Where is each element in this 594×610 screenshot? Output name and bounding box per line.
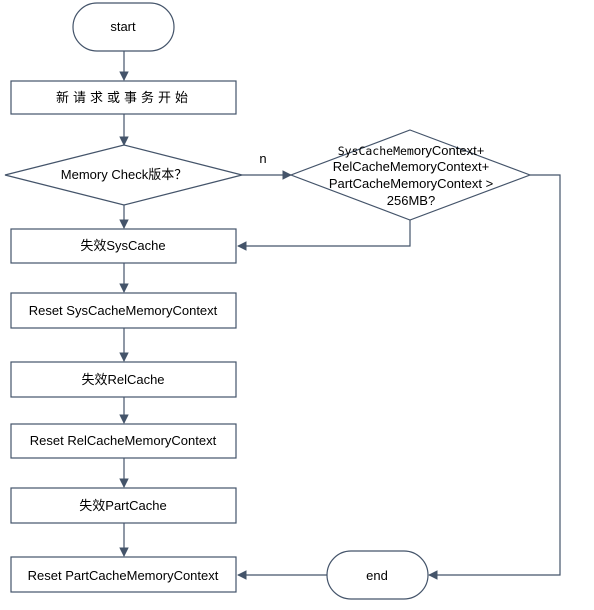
invalidate-syscache-box	[10, 228, 237, 264]
memory-check-label: Memory Check版本？	[61, 167, 187, 182]
new-request-node: 新请求或事务开始	[10, 80, 237, 115]
new-request-box	[10, 80, 237, 115]
size-check-line-2: RelCacheMemoryContext+	[333, 159, 489, 174]
end-terminator-shape	[326, 550, 429, 600]
new-request-label: 新请求或事务开始	[56, 90, 192, 105]
start-terminator-shape	[72, 2, 175, 52]
start-label: start	[110, 19, 136, 34]
invalidate-relcache-node: 失效RelCache	[10, 361, 237, 398]
memory-check-node: Memory Check版本？	[4, 144, 243, 206]
invalidate-syscache-label: 失效SysCache	[80, 238, 165, 253]
end-node: end	[326, 550, 429, 600]
invalidate-partcache-node: 失效PartCache	[10, 487, 237, 524]
edge-label-no: n	[259, 151, 266, 166]
end-label: end	[366, 568, 388, 583]
reset-syscache-box	[10, 292, 237, 329]
invalidate-relcache-box	[10, 361, 237, 398]
edge-size-check-to-invalidate-syscache	[237, 220, 411, 251]
reset-relcache-label: Reset RelCacheMemoryContext	[30, 433, 217, 448]
memory-check-diamond	[4, 144, 243, 206]
size-check-line-3: PartCacheMemoryContext >	[329, 176, 493, 191]
reset-syscache-node: Reset SysCacheMemoryContext	[10, 292, 237, 329]
size-check-line-1-rest: oryContext+	[414, 143, 484, 158]
invalidate-syscache-node: 失效SysCache	[10, 228, 237, 264]
edge-size-check-to-end	[428, 174, 561, 580]
invalidate-partcache-label: 失效PartCache	[79, 498, 166, 513]
size-check-line-4: 256MB?	[387, 193, 435, 208]
edges	[119, 51, 561, 580]
size-check-node: SysCacheMemoryContext+ RelCacheMemoryCon…	[289, 129, 532, 221]
reset-partcache-node: Reset PartCacheMemoryContext	[10, 556, 237, 593]
reset-syscache-label: Reset SysCacheMemoryContext	[29, 303, 218, 318]
reset-partcache-label: Reset PartCacheMemoryContext	[28, 568, 219, 583]
start-node: start	[72, 2, 175, 52]
size-check-line-1-mono: SysCacheMem	[338, 144, 414, 158]
size-check-line-1: SysCacheMemoryContext+	[338, 143, 485, 158]
invalidate-relcache-label: 失效RelCache	[81, 372, 164, 387]
size-check-diamond	[289, 129, 532, 221]
invalidate-partcache-box	[10, 487, 237, 524]
reset-relcache-box	[10, 423, 237, 459]
reset-partcache-box	[10, 556, 237, 593]
reset-relcache-node: Reset RelCacheMemoryContext	[10, 423, 237, 459]
